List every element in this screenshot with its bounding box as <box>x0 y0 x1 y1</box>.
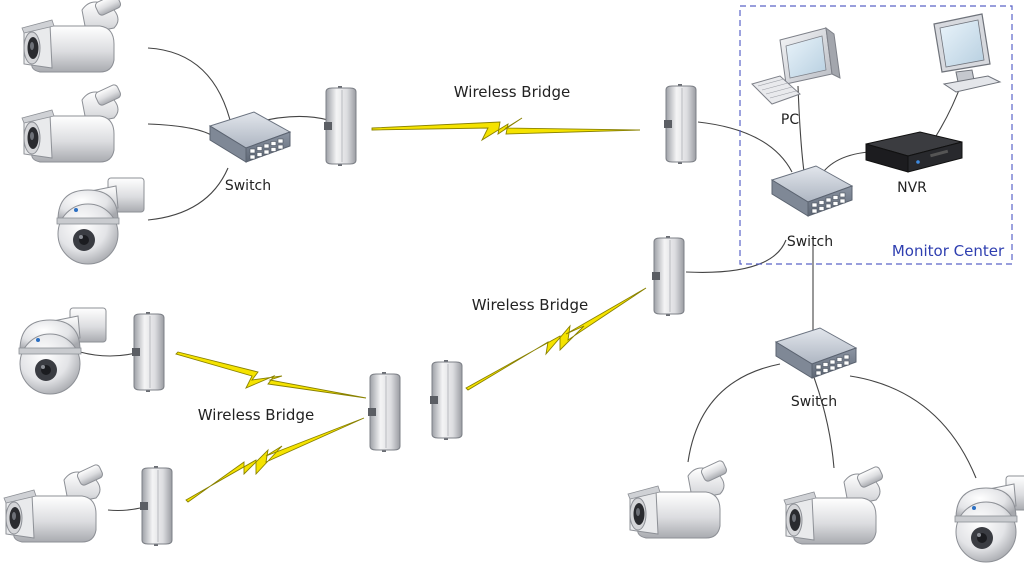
panel-antenna-icon <box>429 359 463 441</box>
wireless-link-icon <box>185 417 365 503</box>
wireless-bridge-label: Wireless Bridge <box>472 296 588 314</box>
dome-camera-icon <box>954 475 1024 563</box>
panel-antenna-icon <box>323 85 357 167</box>
pc-label: PC <box>781 112 799 128</box>
wireless-link-icon <box>175 351 367 399</box>
dome-camera-icon <box>18 307 107 395</box>
monitor-icon <box>933 13 1002 93</box>
dome-camera-icon <box>56 177 145 265</box>
switch-label: Switch <box>791 394 837 410</box>
network-switch-icon <box>775 327 857 379</box>
panel-antenna-icon <box>367 371 401 453</box>
wireless-link-icon <box>371 117 641 142</box>
bullet-camera-icon <box>627 459 729 539</box>
monitor-center-label: Monitor Center <box>892 242 1005 260</box>
bullet-camera-icon <box>783 465 885 545</box>
wireless-bridge-label: Wireless Bridge <box>198 406 314 424</box>
bullet-camera-icon <box>3 463 105 543</box>
switch-label: Switch <box>787 234 833 250</box>
nvr-recorder-icon <box>865 131 963 173</box>
panel-antenna-icon <box>139 465 173 547</box>
bullet-camera-icon <box>21 0 123 73</box>
panel-antenna-icon <box>651 235 685 317</box>
bullet-camera-icon <box>21 83 123 163</box>
wireless-link-icon <box>465 287 647 391</box>
cable-lines <box>79 47 977 512</box>
switch-label: Switch <box>225 178 271 194</box>
nvr-label: NVR <box>897 180 927 196</box>
network-switch-icon <box>209 111 291 163</box>
network-switch-icon <box>771 165 853 217</box>
wireless-bridge-label: Wireless Bridge <box>454 83 570 101</box>
monitor-center-box <box>739 5 1013 265</box>
panel-antenna-icon <box>131 311 165 393</box>
panel-antenna-icon <box>663 83 697 165</box>
desktop-pc-icon <box>751 26 841 105</box>
wireless-links <box>175 117 647 503</box>
